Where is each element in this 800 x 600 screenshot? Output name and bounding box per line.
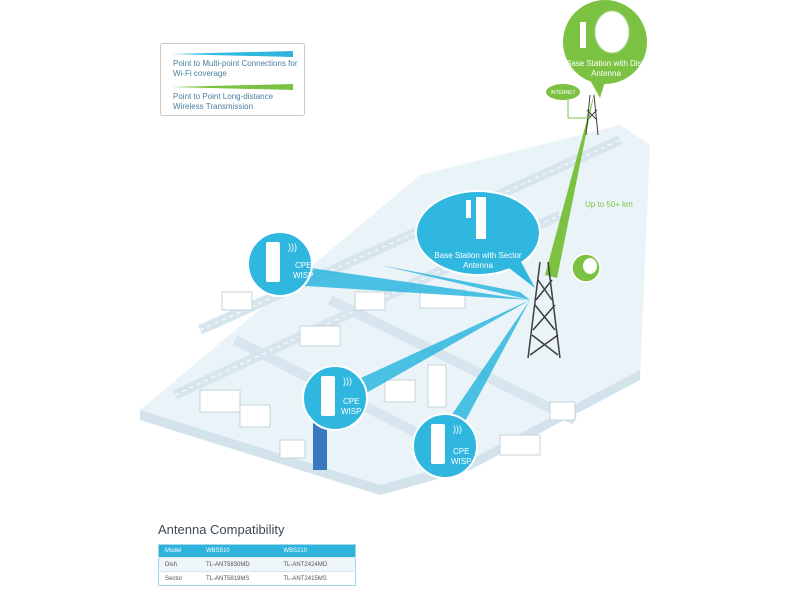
cpe-antenna-icon bbox=[321, 376, 335, 416]
compat-cell: TL-ANT2415MS bbox=[277, 571, 356, 586]
compat-header-model: Model bbox=[158, 544, 200, 558]
wifi-icon: ))) bbox=[453, 424, 462, 434]
cpe-antenna-icon bbox=[431, 424, 445, 464]
small-dish-icon bbox=[583, 258, 597, 274]
point-to-point-legend-swatch bbox=[171, 84, 293, 90]
compat-cell: Dish bbox=[158, 557, 200, 572]
compat-cell: Sector bbox=[158, 571, 200, 586]
cpe-bubble-2: ))) CPE WISP bbox=[302, 365, 368, 431]
table-row: Dish TL-ANT5830MD TL-ANT2424MD bbox=[158, 557, 356, 572]
compat-cell: TL-ANT5819MS bbox=[199, 571, 278, 586]
compat-title: Antenna Compatibility bbox=[158, 522, 285, 537]
dish-station-label-line2: Antenna bbox=[591, 69, 621, 78]
wisp-label: WISP bbox=[451, 457, 471, 466]
cpe-label: CPE bbox=[453, 447, 469, 456]
compat-cell: TL-ANT5830MD bbox=[199, 557, 278, 572]
cpe-label: CPE bbox=[295, 261, 311, 270]
wisp-label: WISP bbox=[341, 407, 361, 416]
sector-antenna-icon bbox=[476, 197, 486, 239]
multipoint-beams bbox=[290, 265, 530, 440]
cpe-bubble-1: ))) CPE WISP bbox=[247, 231, 313, 297]
sector-station-label-line1: Base Station with Sector bbox=[434, 251, 521, 260]
sector-station-label-line2: Antenna bbox=[463, 261, 493, 270]
compat-header-row: Model WBS510 WBS210 bbox=[158, 544, 356, 558]
wisp-label: WISP bbox=[293, 271, 313, 280]
small-dish-bubble bbox=[571, 253, 601, 283]
dish-station-bubble: Base Station with Dish Antenna bbox=[561, 0, 649, 98]
point-to-point-legend-text: Point to Point Long-distance Wireless Tr… bbox=[173, 92, 274, 111]
main-tower bbox=[527, 261, 561, 359]
compat-header-wbs210: WBS210 bbox=[277, 544, 356, 558]
distance-label: Up to 50+ km bbox=[585, 200, 633, 209]
wifi-icon: ))) bbox=[288, 242, 297, 252]
dish-antenna-icon bbox=[594, 10, 630, 54]
dish-station-label-line1: Base Station with Dish bbox=[566, 59, 646, 68]
cpe-antenna-icon bbox=[266, 242, 280, 282]
multipoint-legend-swatch bbox=[171, 51, 293, 57]
cpe-label: CPE bbox=[343, 397, 359, 406]
cpe-bubble-3: ))) CPE WISP bbox=[412, 413, 478, 479]
compat-table: Model WBS510 WBS210 Dish TL-ANT5830MD TL… bbox=[158, 544, 356, 586]
blue-tower-building bbox=[313, 420, 327, 470]
internet-cloud: INTERNET bbox=[546, 84, 590, 119]
legend: Point to Multi-point Connections for Wi-… bbox=[160, 43, 305, 116]
point-to-point-beam bbox=[545, 90, 595, 278]
buildings bbox=[199, 289, 576, 459]
dish-tower bbox=[585, 94, 599, 136]
sector-station-bubble: Base Station with Sector Antenna bbox=[415, 190, 541, 288]
city-ground-edge bbox=[140, 370, 640, 495]
multipoint-legend-text: Point to Multi-point Connections for Wi-… bbox=[173, 59, 298, 78]
compat-cell: TL-ANT2424MD bbox=[277, 557, 356, 572]
sector-radio-icon bbox=[466, 200, 471, 218]
compat-header-wbs510: WBS510 bbox=[199, 544, 278, 558]
wifi-icon: ))) bbox=[343, 376, 352, 386]
internet-label: INTERNET bbox=[551, 90, 576, 96]
table-row: Sector TL-ANT5819MS TL-ANT2415MS bbox=[158, 571, 356, 586]
dish-radio-icon bbox=[580, 22, 586, 48]
